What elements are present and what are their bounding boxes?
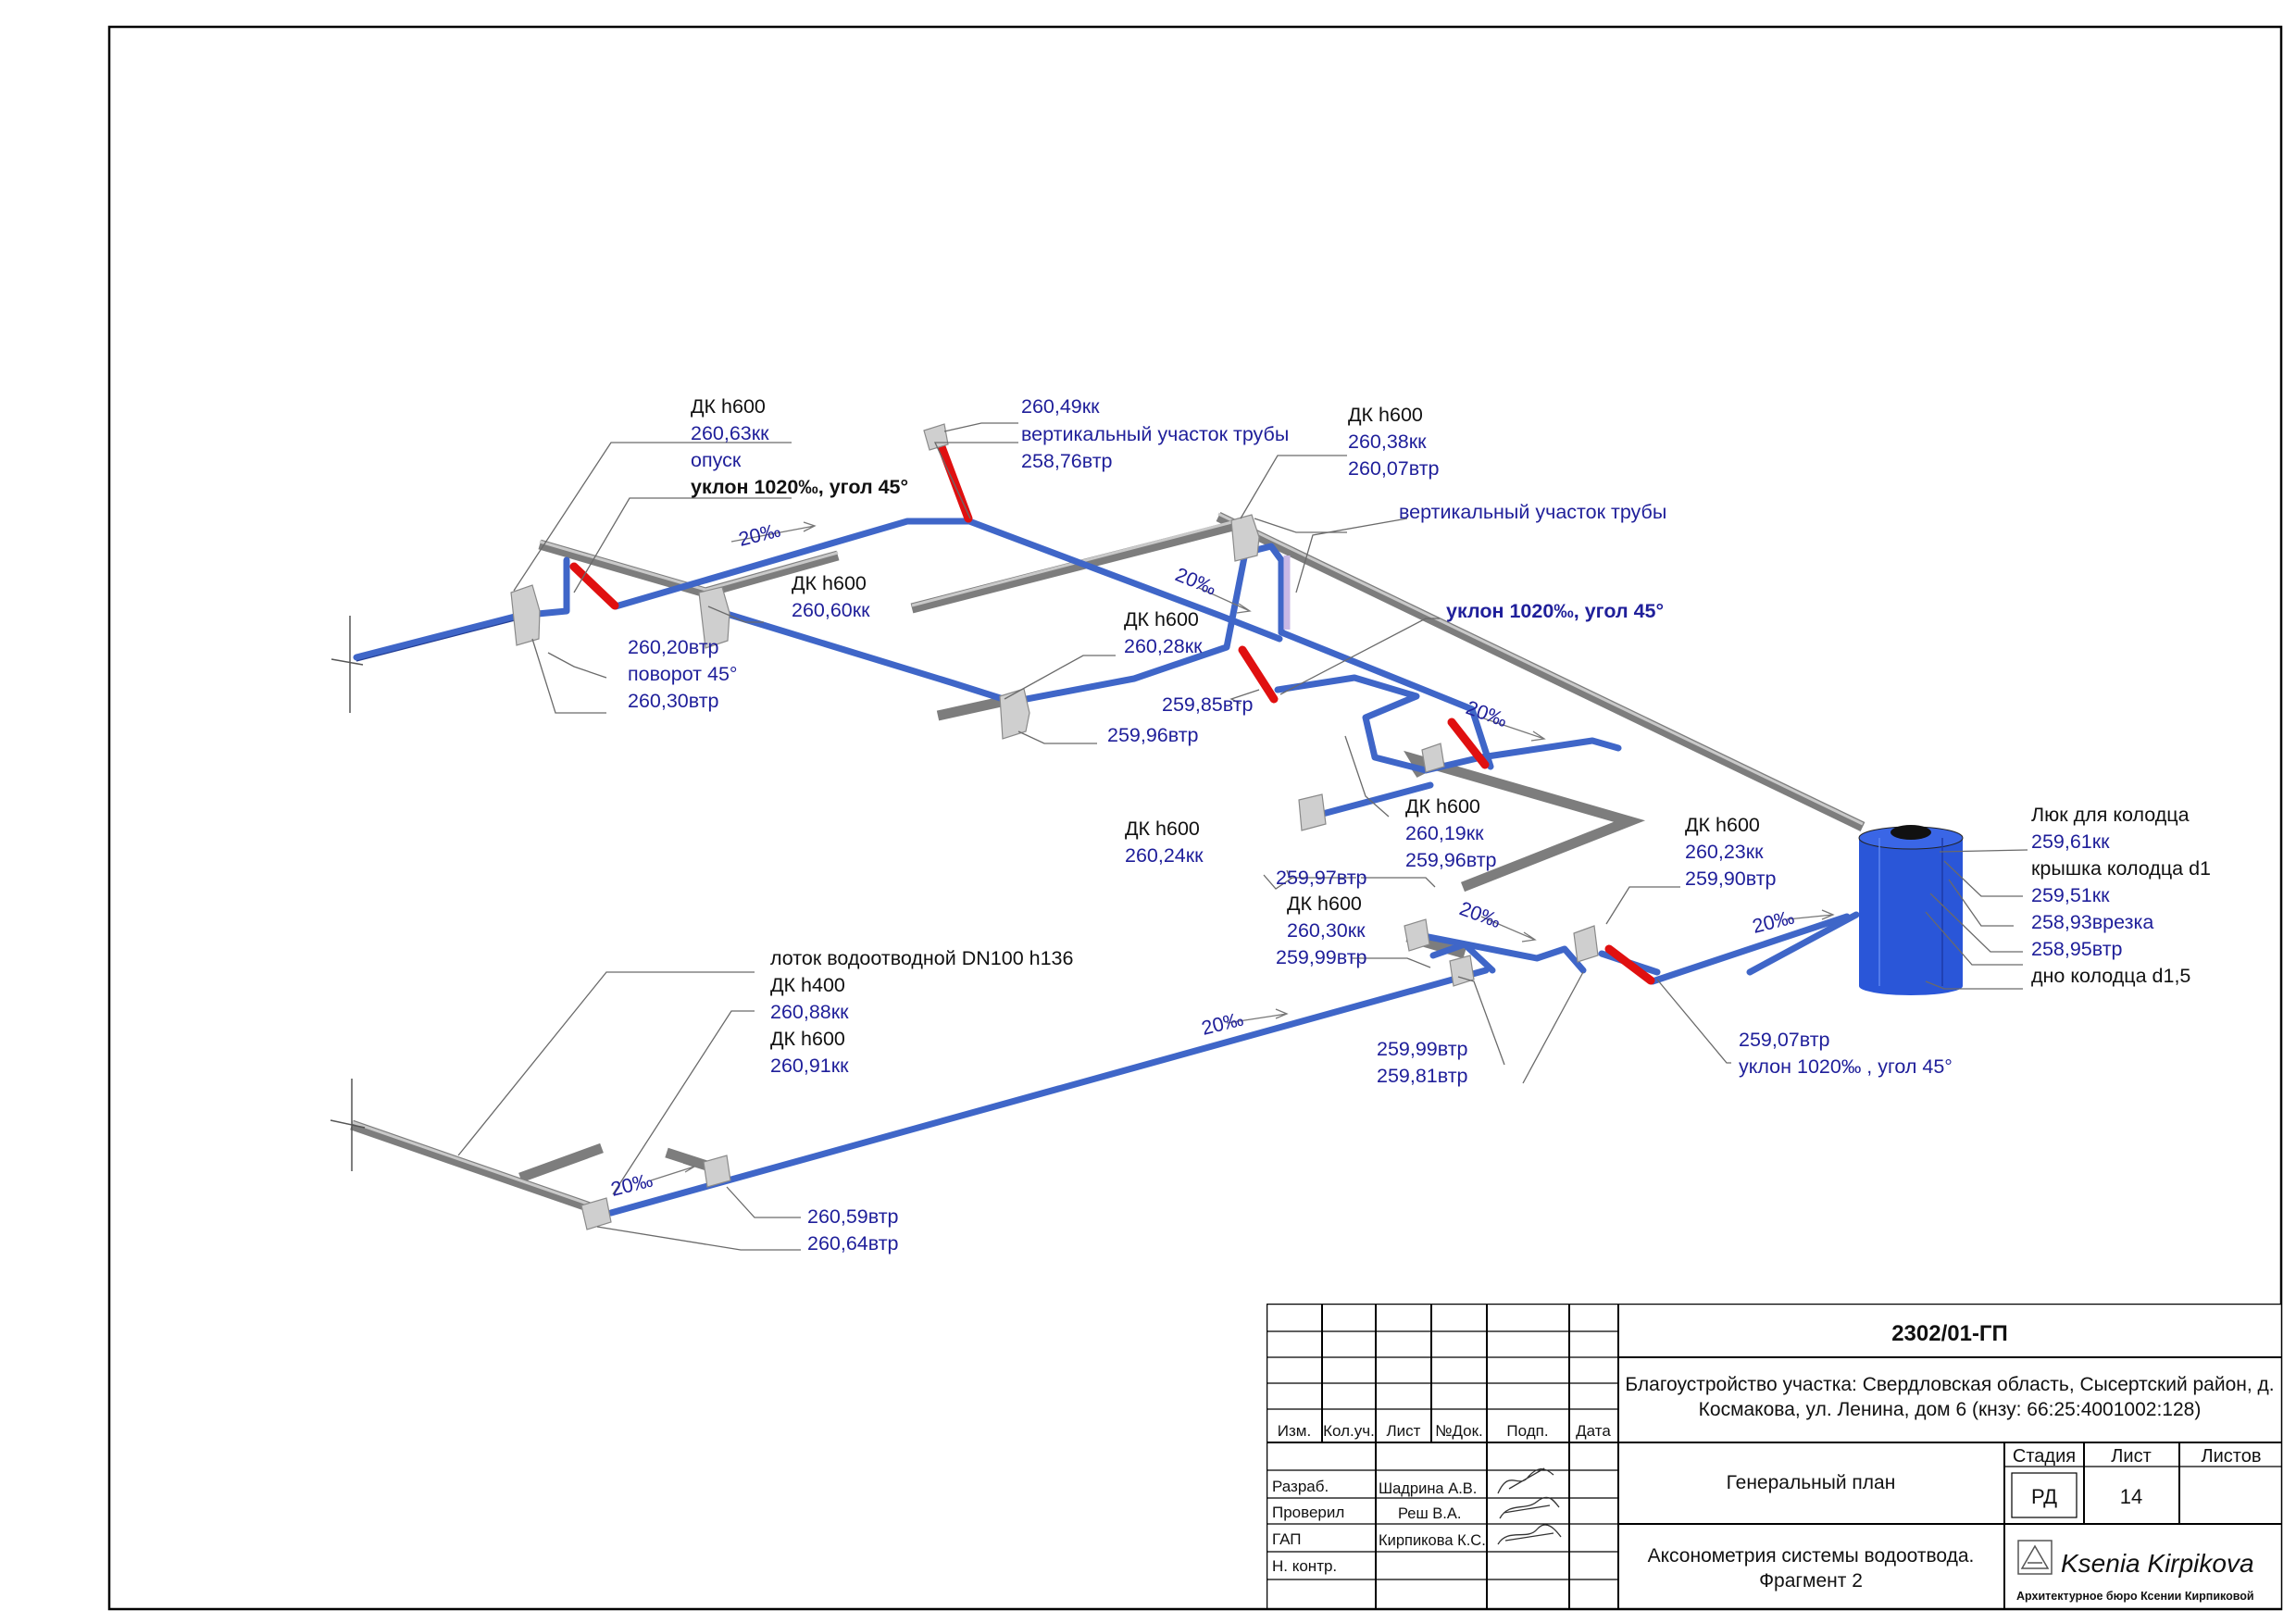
label-elevation: 258,93врезка bbox=[2031, 911, 2153, 933]
sheet-header: Лист bbox=[2111, 1446, 2151, 1467]
label-turn: поворот 45° bbox=[628, 663, 738, 685]
sheets-header: Листов bbox=[2202, 1446, 2262, 1467]
break-marks bbox=[330, 616, 366, 1171]
bureau-logo: Ksenia Kirpikova Архитектурное бюро Ксен… bbox=[2016, 1540, 2254, 1603]
label-elevation: 260,64втр bbox=[807, 1232, 899, 1255]
sheet-title-line1: Аксонометрия системы водоотвода. bbox=[1648, 1545, 1975, 1567]
label-elevation: 259,85втр bbox=[1162, 693, 1254, 716]
label-elevation: 258,95втр bbox=[2031, 938, 2123, 960]
signatures bbox=[1497, 1467, 1562, 1545]
label-elevation: 260,63кк bbox=[691, 422, 769, 444]
label-elevation: 259,96втр bbox=[1107, 724, 1199, 746]
label-elevation: 260,28кк bbox=[1124, 635, 1203, 657]
label-dk: ДК h600 bbox=[1124, 608, 1199, 630]
label-hatch: Люк для колодца bbox=[2031, 804, 2190, 826]
drain-pipes bbox=[353, 518, 1860, 1217]
slope-label: 20‰ bbox=[736, 519, 782, 551]
label-elevation: 260,38кк bbox=[1348, 431, 1427, 453]
label-dk: ДК h600 bbox=[1348, 404, 1423, 426]
label-slope: уклон 1020‰, угол 45° bbox=[1446, 600, 1664, 622]
label-elevation: 259,99втр bbox=[1377, 1038, 1468, 1060]
label-elevation: 260,30кк bbox=[1287, 919, 1366, 942]
label-elevation: 260,59втр bbox=[807, 1205, 899, 1228]
col-header-change: Изм. bbox=[1278, 1422, 1311, 1440]
label-dk: ДК h600 bbox=[792, 572, 867, 594]
col-header-date: Дата bbox=[1576, 1422, 1611, 1440]
slope-arrows bbox=[650, 521, 1835, 1181]
label-elevation: 259,96втр bbox=[1405, 849, 1497, 871]
label-elevation: 260,30втр bbox=[628, 690, 719, 712]
stage-header: Стадия bbox=[2013, 1446, 2076, 1467]
riser-pipes bbox=[569, 440, 1655, 985]
name-chief-architect: Кирпикова К.С. bbox=[1379, 1532, 1486, 1549]
role-norm-control: Н. контр. bbox=[1272, 1557, 1337, 1575]
label-elevation: 260,91кк bbox=[770, 1055, 849, 1077]
label-dk: ДК h600 bbox=[691, 395, 766, 418]
label-elevation: 260,23кк bbox=[1685, 841, 1764, 863]
stage-value: РД bbox=[2031, 1485, 2057, 1508]
project-title-line2: Космакова, ул. Ленина, дом 6 (кнзу: 66:2… bbox=[1699, 1399, 2202, 1420]
label-drop: опуск bbox=[691, 449, 742, 471]
label-elevation: 260,19кк bbox=[1405, 822, 1484, 844]
label-dk: ДК h600 bbox=[1685, 814, 1760, 836]
role-chief-architect: ГАП bbox=[1272, 1530, 1301, 1548]
col-header-sign: Подп. bbox=[1506, 1422, 1548, 1440]
label-vertical-section: вертикальный участок трубы bbox=[1399, 501, 1666, 523]
label-elevation: 260,24кк bbox=[1125, 844, 1204, 867]
label-slope: уклон 1020‰ , угол 45° bbox=[1739, 1055, 1953, 1078]
role-developer: Разраб. bbox=[1272, 1478, 1329, 1495]
annotations: ДК h600 260,63кк опуск уклон 1020‰, угол… bbox=[608, 395, 2211, 1255]
label-elevation: 259,97втр bbox=[1276, 867, 1367, 889]
label-dk: ДК h600 bbox=[1405, 795, 1480, 818]
label-elevation: 260,49кк bbox=[1021, 395, 1100, 418]
role-checked: Проверил bbox=[1272, 1504, 1344, 1521]
slope-label: 20‰ bbox=[1172, 563, 1219, 599]
label-elevation: 259,07втр bbox=[1739, 1029, 1830, 1051]
label-slope: уклон 1020‰, угол 45° bbox=[691, 476, 908, 498]
slope-label: 20‰ bbox=[1456, 897, 1504, 932]
label-tray: лоток водоотводной DN100 h136 bbox=[770, 947, 1074, 969]
logo-script: Ksenia Kirpikova bbox=[2061, 1549, 2254, 1578]
title-block: 2302/01-ГП Благоустройство участка: Свер… bbox=[1267, 1304, 2282, 1609]
label-well-bottom: дно колодца d1,5 bbox=[2031, 965, 2190, 987]
label-elevation: 260,88кк bbox=[770, 1001, 849, 1023]
sheet-value: 14 bbox=[2120, 1485, 2142, 1508]
label-elevation: 260,20втр bbox=[628, 636, 719, 658]
label-elevation: 259,90втр bbox=[1685, 868, 1777, 890]
sheet-frame bbox=[107, 25, 2283, 1611]
label-elevation: 259,51кк bbox=[2031, 884, 2110, 906]
sheet-title-line2: Фрагмент 2 bbox=[1759, 1570, 1863, 1592]
leader-lines bbox=[457, 422, 2028, 1251]
label-dk: ДК h400 bbox=[770, 974, 845, 996]
label-elevation: 260,07втр bbox=[1348, 457, 1440, 480]
slope-label: 20‰ bbox=[1463, 696, 1510, 731]
slope-label: 20‰ bbox=[1199, 1008, 1245, 1040]
section-title: Генеральный план bbox=[1727, 1472, 1896, 1493]
col-header-sheet: Лист bbox=[1387, 1422, 1421, 1440]
logo-caption: Архитектурное бюро Ксении Кирпиковой bbox=[2016, 1590, 2254, 1603]
label-elevation: 258,76втр bbox=[1021, 450, 1113, 472]
label-dk: ДК h600 bbox=[1287, 893, 1362, 915]
label-elevation: 260,60кк bbox=[792, 599, 870, 621]
col-header-doc: №Док. bbox=[1435, 1422, 1483, 1440]
project-title-line1: Благоустройство участка: Свердловская об… bbox=[1625, 1374, 2274, 1395]
name-developer: Шадрина А.В. bbox=[1379, 1480, 1477, 1497]
label-elevation: 259,99втр bbox=[1276, 946, 1367, 968]
label-elevation: 259,61кк bbox=[2031, 830, 2110, 853]
collector-well bbox=[1858, 825, 1964, 995]
label-vertical-section: вертикальный участок трубы bbox=[1021, 423, 1289, 445]
label-dk: ДК h600 bbox=[1125, 818, 1200, 840]
name-checked: Реш В.А. bbox=[1398, 1505, 1461, 1522]
col-header-count: Кол.уч. bbox=[1323, 1422, 1375, 1440]
slope-label: 20‰ bbox=[608, 1169, 655, 1201]
label-well-cover: крышка колодца d1 bbox=[2031, 857, 2211, 880]
label-elevation: 259,81втр bbox=[1377, 1065, 1468, 1087]
document-code: 2302/01-ГП bbox=[1891, 1321, 2008, 1346]
label-dk: ДК h600 bbox=[770, 1028, 845, 1050]
